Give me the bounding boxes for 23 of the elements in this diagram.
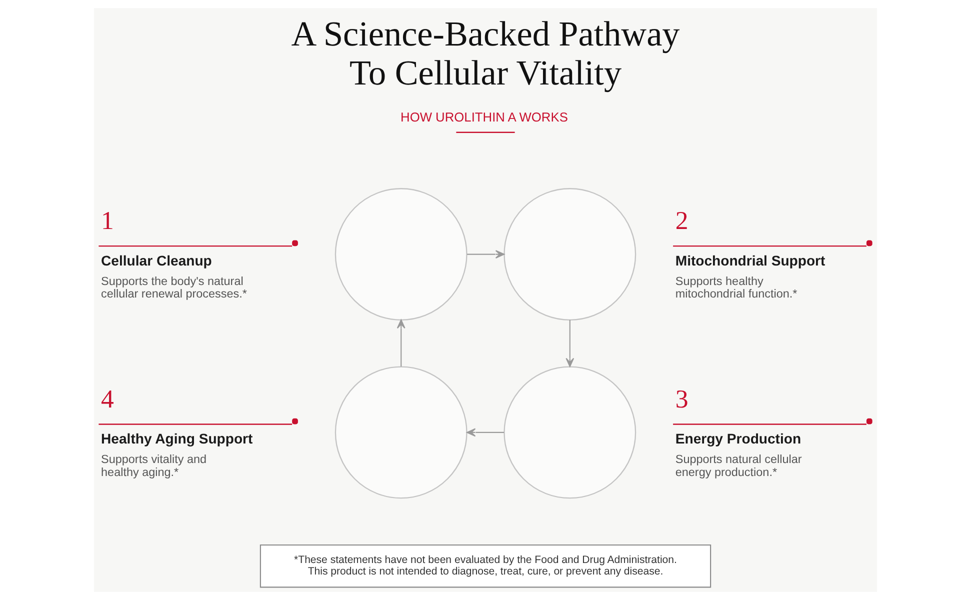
- label: HOW UROLITHIN A WORKS: [400, 110, 568, 125]
- node-label: Supports healthy mitochondrial function.*: [674, 274, 797, 301]
- node-label: Energy Production: [674, 430, 801, 447]
- node-circle: [334, 188, 467, 320]
- node-label: 3: [674, 384, 688, 414]
- diagram-title: A Science-Backed Pathway To Cellular Vitality: [290, 14, 680, 92]
- node-label: Healthy Aging Support: [100, 430, 252, 447]
- node-label: 1: [100, 206, 114, 236]
- node-label: Supports natural cellular energy production.*: [674, 452, 802, 479]
- node-circle: [503, 366, 636, 499]
- arrow: [466, 428, 504, 437]
- node-label: Supports the body's natural cellular renewal processes.*: [100, 274, 246, 301]
- node-label: Mitochondrial Support: [674, 252, 825, 269]
- node-circle: [334, 366, 467, 499]
- node-box: *These statements have not been evaluated by the Food and Drug Administration. This product is not intended to diagnose, treat, cure, or prevent any disease.: [259, 544, 711, 588]
- node-label: 2: [674, 206, 688, 236]
- node-label: Supports vitality and healthy aging.*: [100, 452, 206, 479]
- arrow: [466, 250, 504, 258]
- node-label: Cellular Cleanup: [100, 252, 212, 269]
- arrow: [396, 319, 405, 367]
- node-label: 4: [100, 384, 114, 414]
- node-circle: [503, 188, 636, 320]
- arrow: [565, 320, 574, 368]
